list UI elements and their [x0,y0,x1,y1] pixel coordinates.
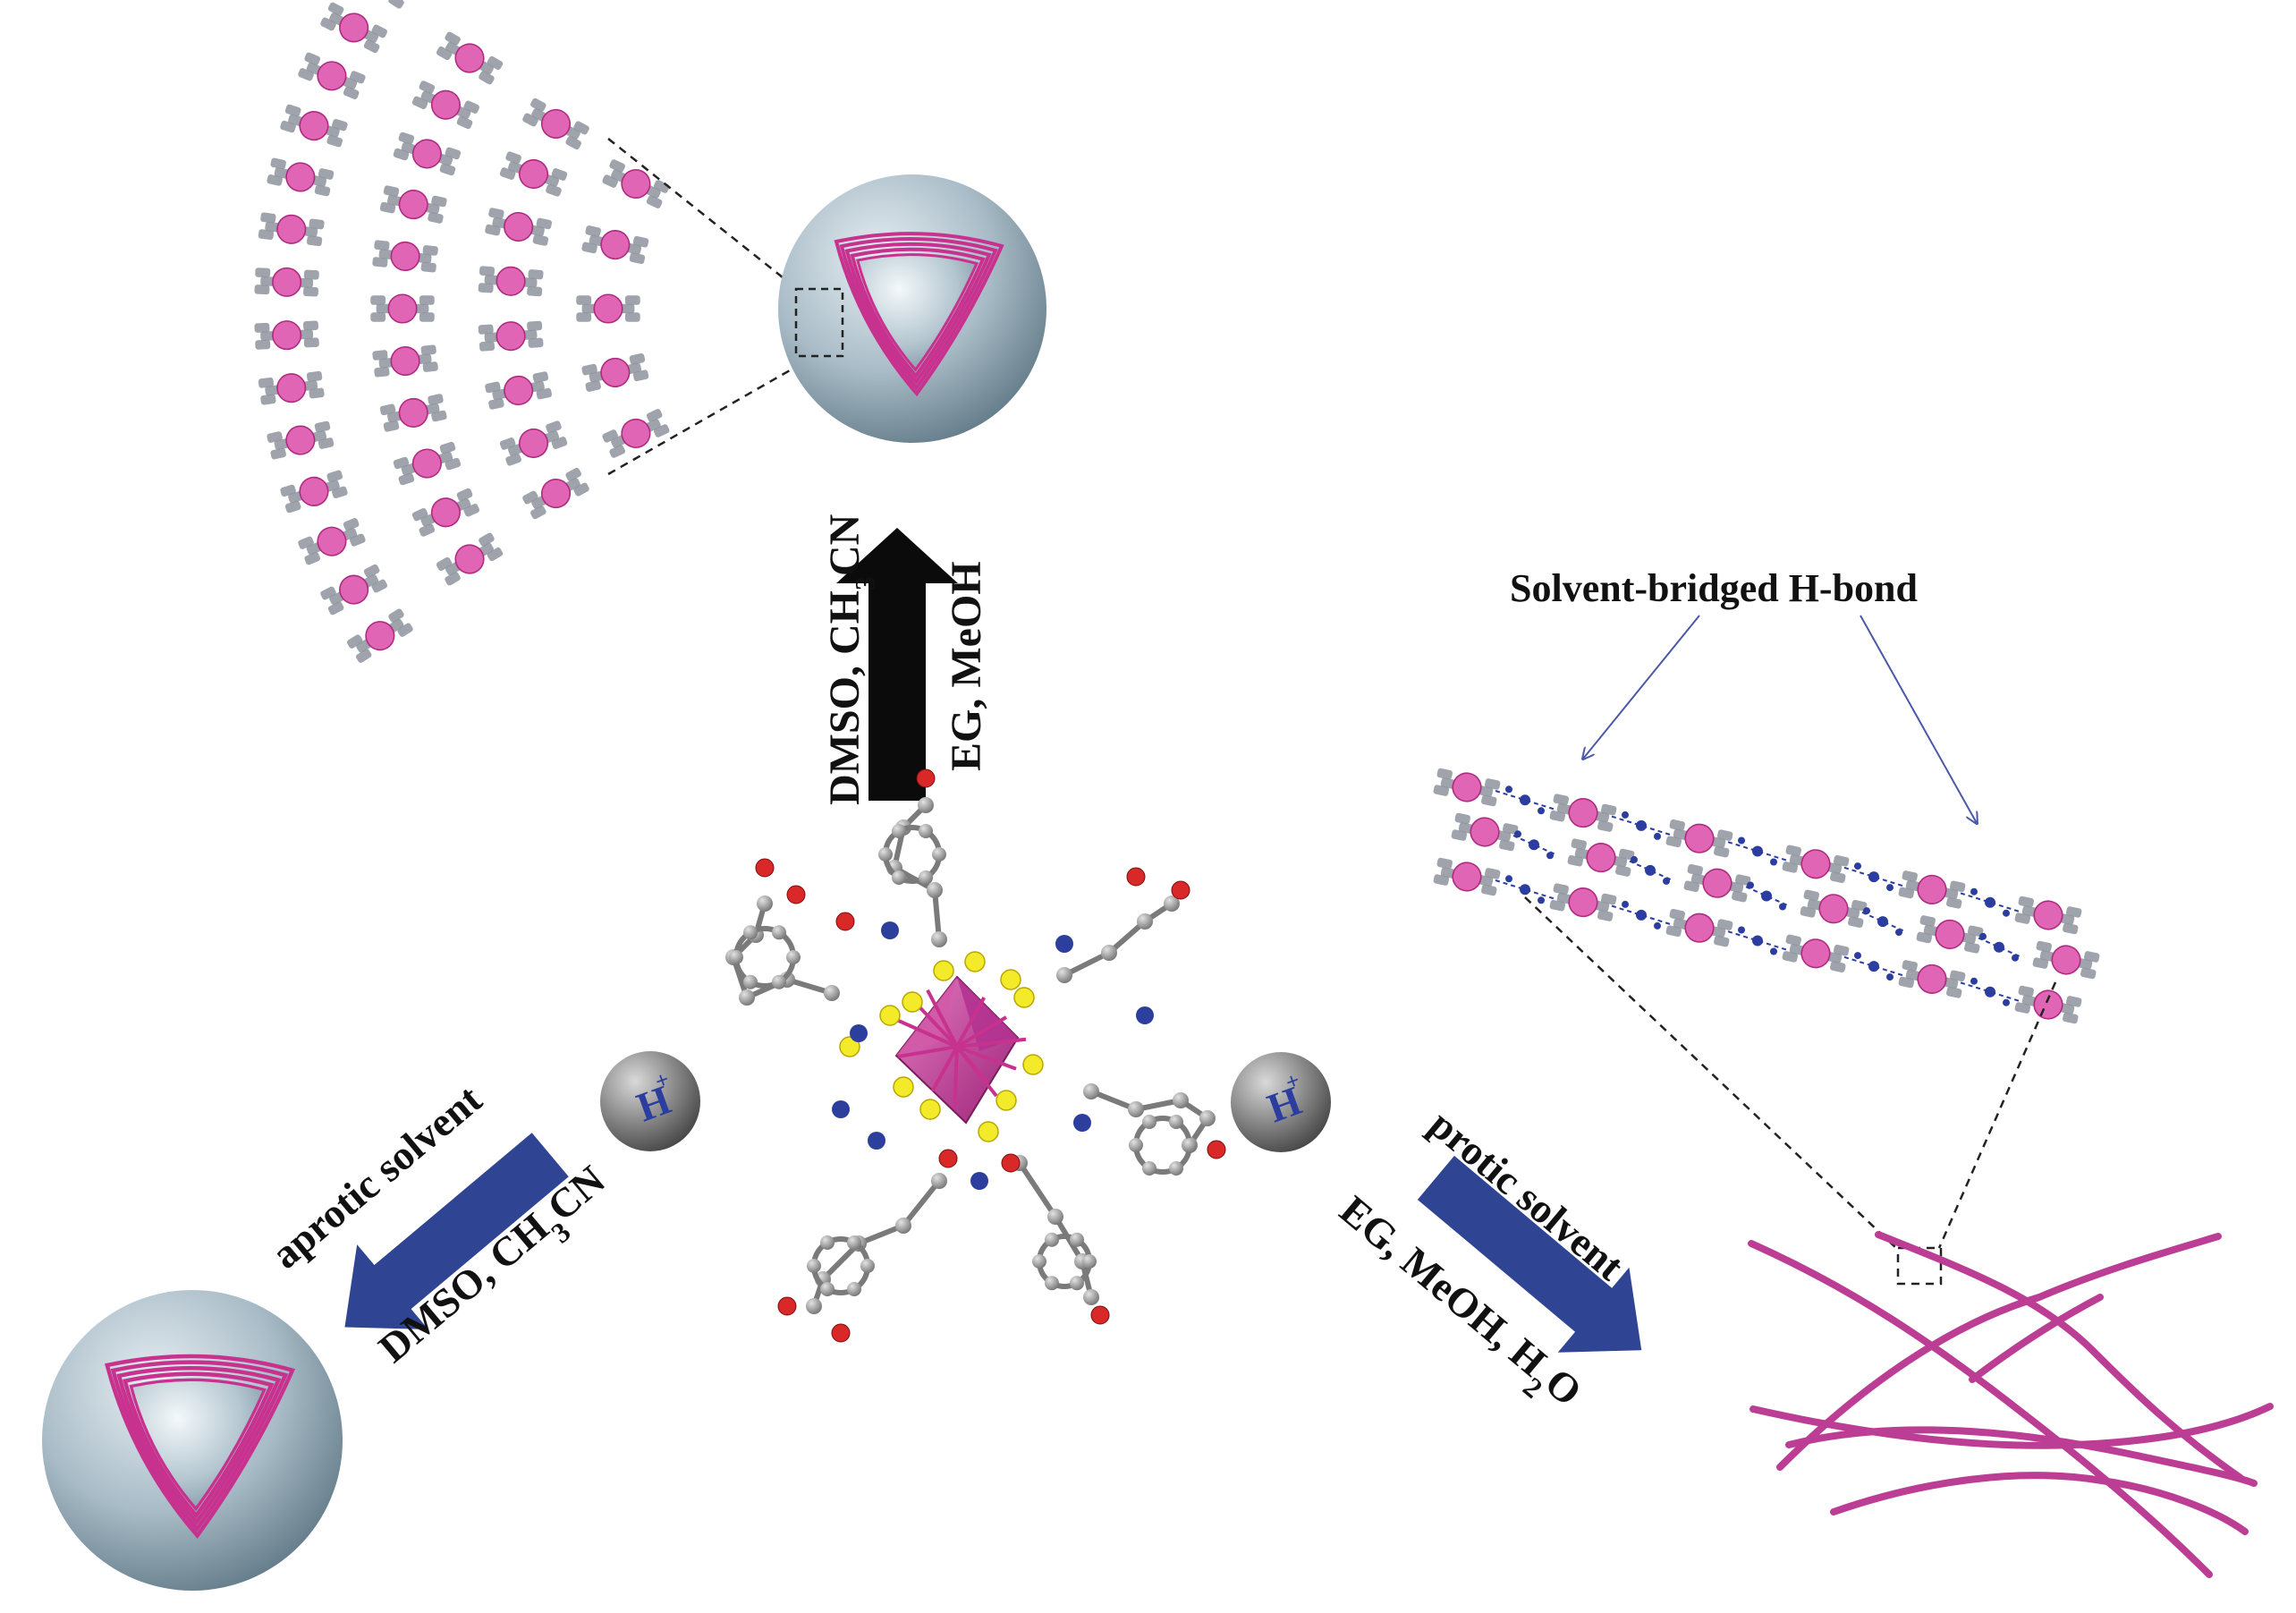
cluster-unit [576,293,640,324]
cluster-unit [1916,915,1984,954]
cluster-unit [1549,794,1617,832]
cluster-unit [379,185,447,224]
cluster-unit [602,409,670,458]
zoom-lines-top [607,138,797,476]
cluster-unit [388,0,404,9]
cluster-unit [602,159,670,208]
cluster-unit [522,98,589,150]
cluster-unit [267,157,335,197]
cluster-unit [1683,863,1751,903]
solvent-bridge-label: Solvent-bridged H-bond [1510,566,1918,610]
cluster-unit [280,470,348,514]
cluster-unit [372,240,438,273]
cluster-unit [298,518,366,565]
cluster-unit [1800,889,1868,929]
cluster-unit [346,608,413,663]
cluster-unit [254,267,319,297]
lamellar-fan-illustration [254,0,670,663]
cluster-unit [298,52,366,99]
cluster-unit [1451,812,1519,852]
cluster-unit [1665,819,1733,858]
cluster-unit [485,371,553,410]
up-arrow [836,528,958,801]
hexanuclear-cluster-molecule [725,768,1226,1343]
cluster-unit [1433,768,1501,807]
cluster-unit [499,420,568,466]
cluster-unit [267,420,335,460]
cluster-unit [485,208,553,246]
cluster-unit [1567,838,1635,877]
vesicle-sphere-top [778,174,1046,443]
cluster-unit [372,344,438,378]
cluster-unit [436,31,504,85]
cluster-unit [280,104,348,148]
cluster-unit [581,225,649,265]
hbond-ribbon-illustration [1433,768,2100,1024]
cluster-unit [478,320,544,352]
cluster-unit [1782,934,1850,973]
cluster-unit [2014,985,2082,1024]
cluster-unit [2032,940,2100,980]
cluster-unit [411,488,479,537]
cluster-unit [320,564,388,615]
cluster-unit [1782,845,1850,884]
cluster-unit [522,467,589,520]
fiber-network [1748,1231,2274,1578]
bridge-pointer-left [1583,615,1700,759]
cluster-unit [436,532,504,586]
cluster-unit [1433,857,1501,896]
cluster-unit [1898,960,1966,998]
up-arrow-right-label: EG, MeOH [943,561,990,771]
cluster-unit [2014,896,2082,935]
cluster-unit [1898,870,1966,909]
cluster-unit [370,293,435,324]
cluster-unit [254,320,319,351]
cluster-unit [393,441,462,486]
cluster-unit [393,132,462,176]
cluster-unit [478,266,544,297]
proton-left: H + [600,1051,700,1151]
up-arrow-left-label: DMSO, CH3CN [821,514,881,805]
vesicle-sphere-bottom-left [42,1290,343,1591]
cluster-unit [581,352,649,392]
protic-arrow [1417,1155,1642,1353]
cluster-unit [379,394,447,432]
aprotic-arrow [344,1133,569,1330]
bridge-pointer-right [1860,615,1977,823]
cluster-unit [258,370,325,405]
cluster-unit [499,151,568,197]
cluster-unit [320,2,388,54]
proton-right: H + [1231,1052,1331,1152]
cluster-unit [1665,908,1733,947]
cluster-unit [258,212,325,247]
cluster-unit [1549,883,1617,921]
cluster-unit [411,81,479,130]
